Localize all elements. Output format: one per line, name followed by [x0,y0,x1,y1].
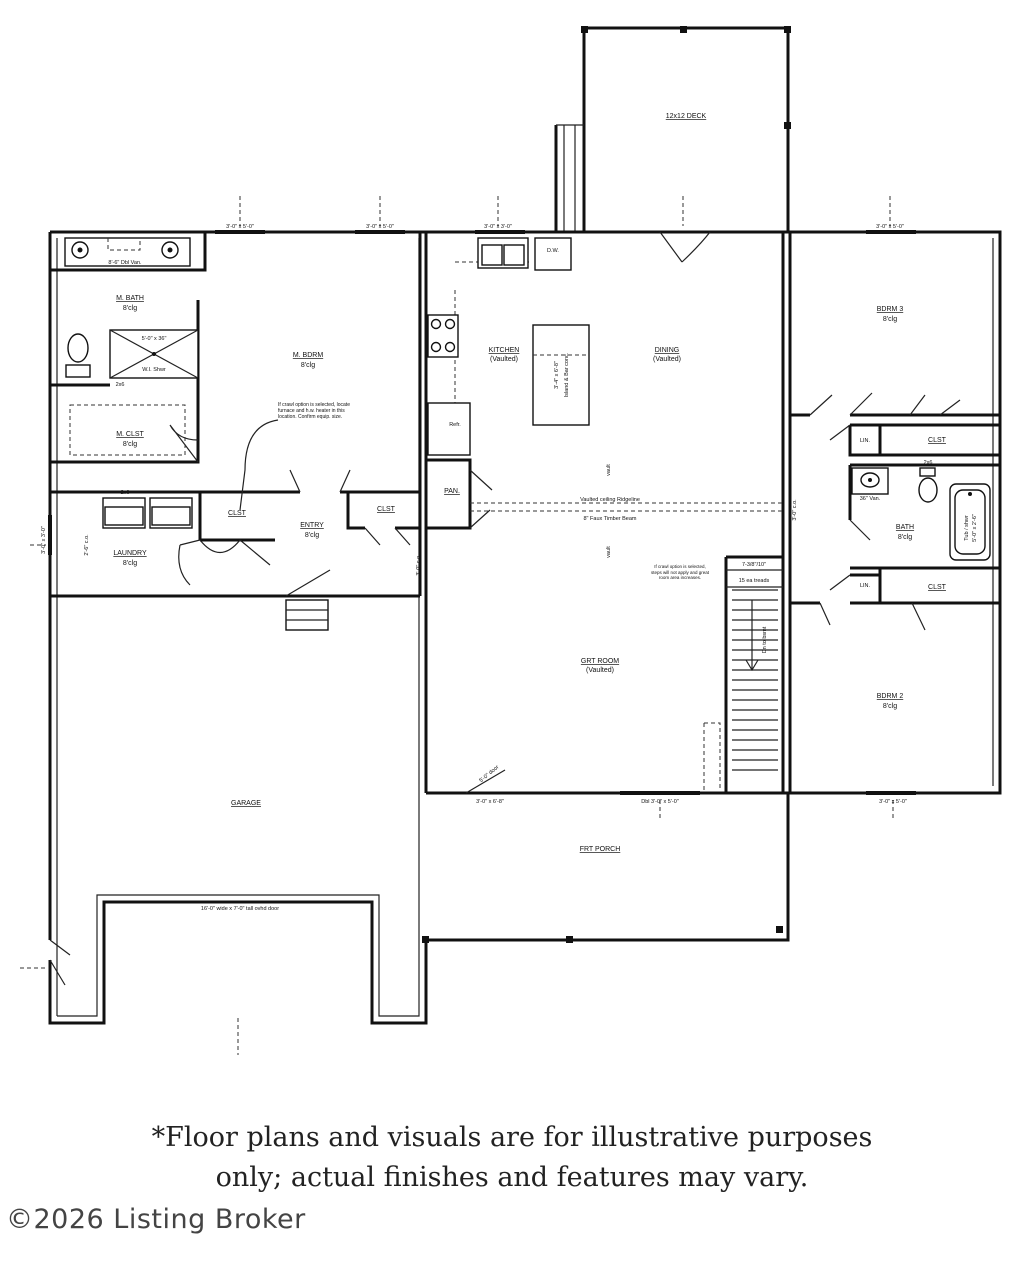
closet-b2-label: CLST [928,584,947,591]
kitchen: D.W. Refr. 3'-4" x 6'-8" Island & Bar co… [427,237,681,495]
stair-down-label: Dn to bsmt [762,626,768,653]
bedroom2-label: BDRM 2 [877,693,904,700]
cased-opening-1: 3'-0" c.o. [416,554,422,576]
closet-mid-label: CLST [228,510,247,517]
ridgeline: Vaulted ceiling Ridgeline 8" Faux Timber… [470,464,783,558]
laundry-room: 2x6 LAUNDRY 8'clg [102,490,193,567]
dining-label: DINING [655,347,680,354]
pantry-label: PAN. [444,488,460,495]
dining-sub: (Vaulted) [653,356,681,363]
front-door-label: 3'-0" x 6'-8" [476,799,504,805]
entry-ceiling: 8'clg [305,532,319,539]
kitchen-label: KITCHEN [489,347,520,354]
tub-size-label: 5'-0" x 2'-6" [972,514,978,542]
deck-label: 12x12 DECK [666,113,707,120]
dishwasher-label: D.W. [547,248,559,254]
linen-lower-label: LIN. [860,583,871,589]
garage-door-label: 16'-0" wide x 7'-0" tall ovhd door [201,906,279,912]
island-sub-label: Island & Bar conc. [564,352,570,397]
master-closet-ceiling: 8'clg [123,441,137,448]
ridgeline-label: Vaulted ceiling Ridgeline [580,497,640,503]
window-label-1: 3'-0" x 5'-0" [226,224,254,230]
copyright-watermark: ©2026 Listing Broker [6,1204,306,1235]
master-bath-label: M. BATH [116,295,144,302]
bedroom3-label: BDRM 3 [877,306,904,313]
walk-in-shower-label: W.I. Shwr [142,367,166,373]
bedroom3-ceiling: 8'clg [883,316,897,323]
closet-entry-label: CLST [377,506,396,513]
crawl-stairs-note: If crawl option is selected, steps will … [651,564,709,580]
bedroom2-ceiling: 8'clg [883,703,897,710]
refrigerator-label: Refr. [449,422,461,428]
stair-rise-label: 7-3/8"/10" [742,562,766,568]
closet-b3-label: CLST [928,437,947,444]
crawl-furnace-note: If crawl option is selected, locate furn… [278,402,350,420]
front-porch-label: FRT PORCH [580,846,621,853]
master-bath-ceiling: 8'clg [123,305,137,312]
kitchen-sub: (Vaulted) [490,356,518,363]
cased-opening-2: 3'-0" c.o. [792,499,798,521]
master-bedroom-label: M. BDRM [293,352,324,359]
bath-label: BATH [896,524,914,531]
disclaimer-line-2: only; actual finishes and features may v… [215,1162,809,1193]
vault-label-b: vault [606,546,612,558]
tub-shower-label: Tub / shwr [964,515,970,541]
faux-beam-label: 8" Faux Timber Beam [584,516,637,522]
great-room-label: GRT ROOM [581,658,619,665]
two-by-six-b: 2x6 [121,490,130,496]
doors [49,231,961,986]
window-label-3: 3'-0" x 3'-0" [484,224,512,230]
bath-fixtures: 36" Van. 2x6 Tub / shwr 5'-0" x 2'-6" BA… [851,460,991,561]
disclaimer-line-1: *Floor plans and visuals are for illustr… [151,1122,873,1153]
garage-label: GARAGE [231,800,261,807]
master-closet: M. CLST 8'clg [69,404,186,456]
bath-ceiling: 8'clg [898,534,912,541]
two-by-six-a: 2x6 [116,382,125,388]
shower-size-label: 5'-0" x 36" [142,336,167,342]
double-vanity-label: 8'-6" Dbl Van. [108,260,142,266]
linen-upper-label: LIN. [860,438,871,444]
window-label-5: 3'-0" x 3'-0" [41,526,47,554]
two-by-six-c: 2x6 [924,460,933,466]
master-bedroom-ceiling: 8'clg [301,362,315,369]
exterior-walls [48,230,1002,1025]
disclaimer: *Floor plans and visuals are for illustr… [0,1118,1024,1198]
great-room-sub: (Vaulted) [586,667,614,674]
vault-label-a: vault [606,464,612,476]
entry-label: ENTRY [300,522,324,529]
master-closet-label: M. CLST [116,431,144,438]
interior-walls [50,232,1000,793]
cased-opening-3: 2'-6" c.o. [84,534,90,556]
vanity36-label: 36" Van. [860,496,881,502]
island-size-label: 3'-4" x 6'-8" [554,361,560,389]
window-label-4: 3'-0" x 5'-0" [876,224,904,230]
window-label-2: 3'-0" x 5'-0" [366,224,394,230]
deck: 12x12 DECK [554,26,791,232]
master-bath-fixtures: 8'-6" Dbl Van. 5'-0" x 36" W.I. Shwr M. … [64,237,199,388]
stair-treads-label: 15 ea treads [739,578,770,584]
laundry-ceiling: 8'clg [123,560,137,567]
floor-plan-drawing: 12x12 DECK [20,26,1002,1055]
stairs: 7-3/8"/10" 15 ea treads Dn to bsmt [703,562,778,790]
laundry-label: LAUNDRY [113,550,147,557]
